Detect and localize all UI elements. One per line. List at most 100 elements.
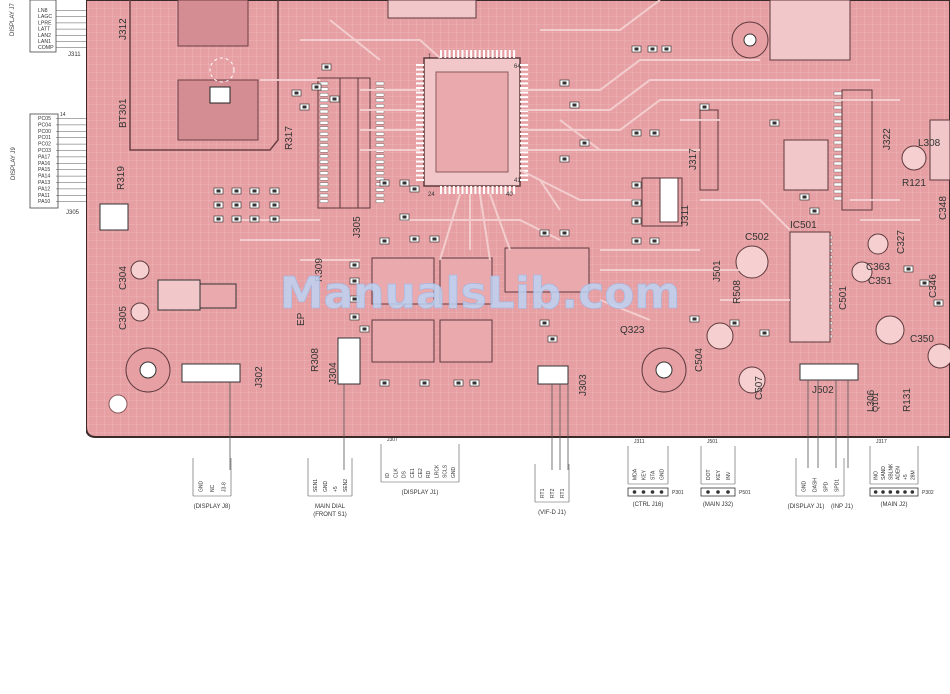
connector-pin-label: SPD [824, 481, 830, 492]
header-j7-pin-label: COMP [38, 45, 54, 51]
ic-pin [491, 50, 494, 58]
smd-part-body [762, 331, 767, 335]
header-j9-ref: J305 [66, 210, 80, 216]
ic-pin [319, 177, 329, 181]
ic-pin [319, 199, 329, 203]
ic-pin [375, 199, 385, 203]
smd-part-body [634, 239, 639, 243]
label-q101: Q101 [871, 392, 880, 412]
pcb-traces [240, 0, 920, 321]
label-c305: C305 [118, 306, 129, 330]
connector-pin-label: SEN2 [343, 479, 349, 492]
smd-part-body [634, 131, 639, 135]
smd-part-body [252, 203, 257, 207]
ic-pin [457, 186, 460, 194]
smd-part-body [332, 97, 337, 101]
connector-pin-label: DOT [706, 469, 712, 480]
label-j303: J303 [578, 374, 589, 396]
ic-pin [833, 189, 843, 194]
connector-pin-label: +5 [903, 474, 909, 480]
smd-part-body [352, 279, 357, 283]
ic-pin [416, 68, 424, 71]
connector-pin-label: INV [726, 471, 732, 480]
connector-pin-label: SPD1 [835, 479, 841, 492]
connector-wires [229, 380, 849, 470]
ic-pin [416, 82, 424, 85]
smd-part-body [352, 263, 357, 267]
ic-pin [520, 68, 528, 71]
header-j9-count: 14 [60, 112, 66, 118]
label-ep: EP [296, 312, 307, 326]
ic-pin [500, 186, 503, 194]
ic-pin [833, 126, 843, 131]
ic-pin [504, 186, 507, 194]
ic-pin [440, 50, 442, 58]
plug-pin [895, 490, 900, 494]
trace [479, 193, 491, 261]
smd-part-body [634, 47, 639, 51]
connector-pin-label: INO [874, 471, 880, 480]
ic-pin [416, 73, 424, 76]
smd-part-body [216, 189, 221, 193]
connector-pin-label: CE2 [418, 468, 424, 478]
ic-pin [319, 121, 329, 125]
header-j9-pin-label: PA17 [38, 154, 50, 160]
smd-part-body [732, 321, 737, 325]
ic-pin [478, 186, 481, 194]
smd-part-body [324, 65, 329, 69]
smd-part-body [550, 337, 555, 341]
plug-pin [632, 490, 637, 494]
smd-part-body [456, 381, 461, 385]
ic-pin [416, 105, 424, 108]
ic-pin [444, 186, 447, 194]
label-r309: R309 [314, 258, 325, 282]
connector-pin-label: RT1 [540, 488, 546, 498]
ic-pin [465, 186, 468, 194]
connector-pin-label: GND [802, 481, 808, 493]
ic-pin [520, 87, 528, 89]
ic-pin [319, 188, 329, 192]
smd-part-body [302, 105, 307, 109]
ic-pin [520, 73, 528, 76]
connector-pin-label: KEY [642, 469, 648, 480]
header-j9-pin-label: PA15 [38, 167, 50, 173]
ic-pin [416, 165, 424, 168]
ic-pin [416, 146, 424, 149]
connector-pin-label: SBLNK [888, 463, 894, 480]
ic-pin [319, 154, 329, 158]
ic-pin [487, 50, 490, 58]
smd-part-body [382, 381, 387, 385]
ic-pin [483, 186, 485, 194]
plug-ref: P302 [922, 490, 934, 496]
smd-part-body [906, 267, 911, 271]
plug-pin [903, 490, 907, 494]
ic-pin [319, 165, 329, 170]
ic-pin [440, 186, 442, 194]
ic-pin [416, 100, 424, 103]
plug-pin [888, 490, 893, 494]
ic-pin [375, 132, 385, 136]
ic-pin [319, 115, 329, 119]
smd-part-body [562, 157, 567, 161]
ic-pin [833, 154, 843, 159]
connector-pin-label: SEN1 [313, 479, 319, 492]
connector-pin-label: RT2 [550, 488, 556, 498]
connector-pin-label: 28M [910, 470, 916, 480]
header-j7-pin-label: LATT [38, 27, 51, 33]
ic-pin [319, 171, 329, 175]
ic-pin [444, 50, 447, 58]
ic-pin [491, 186, 494, 194]
smd-part-body [402, 181, 407, 185]
label-ic501: IC501 [790, 220, 817, 231]
label-j502: J502 [812, 385, 834, 396]
smd-part-body [652, 131, 657, 135]
smd-part-body [664, 47, 669, 51]
label-c346: C346 [928, 274, 939, 298]
smd-part-body [772, 121, 777, 125]
ic-pin [416, 156, 424, 158]
smd-part-body [472, 381, 477, 385]
ic-pin [520, 64, 528, 66]
